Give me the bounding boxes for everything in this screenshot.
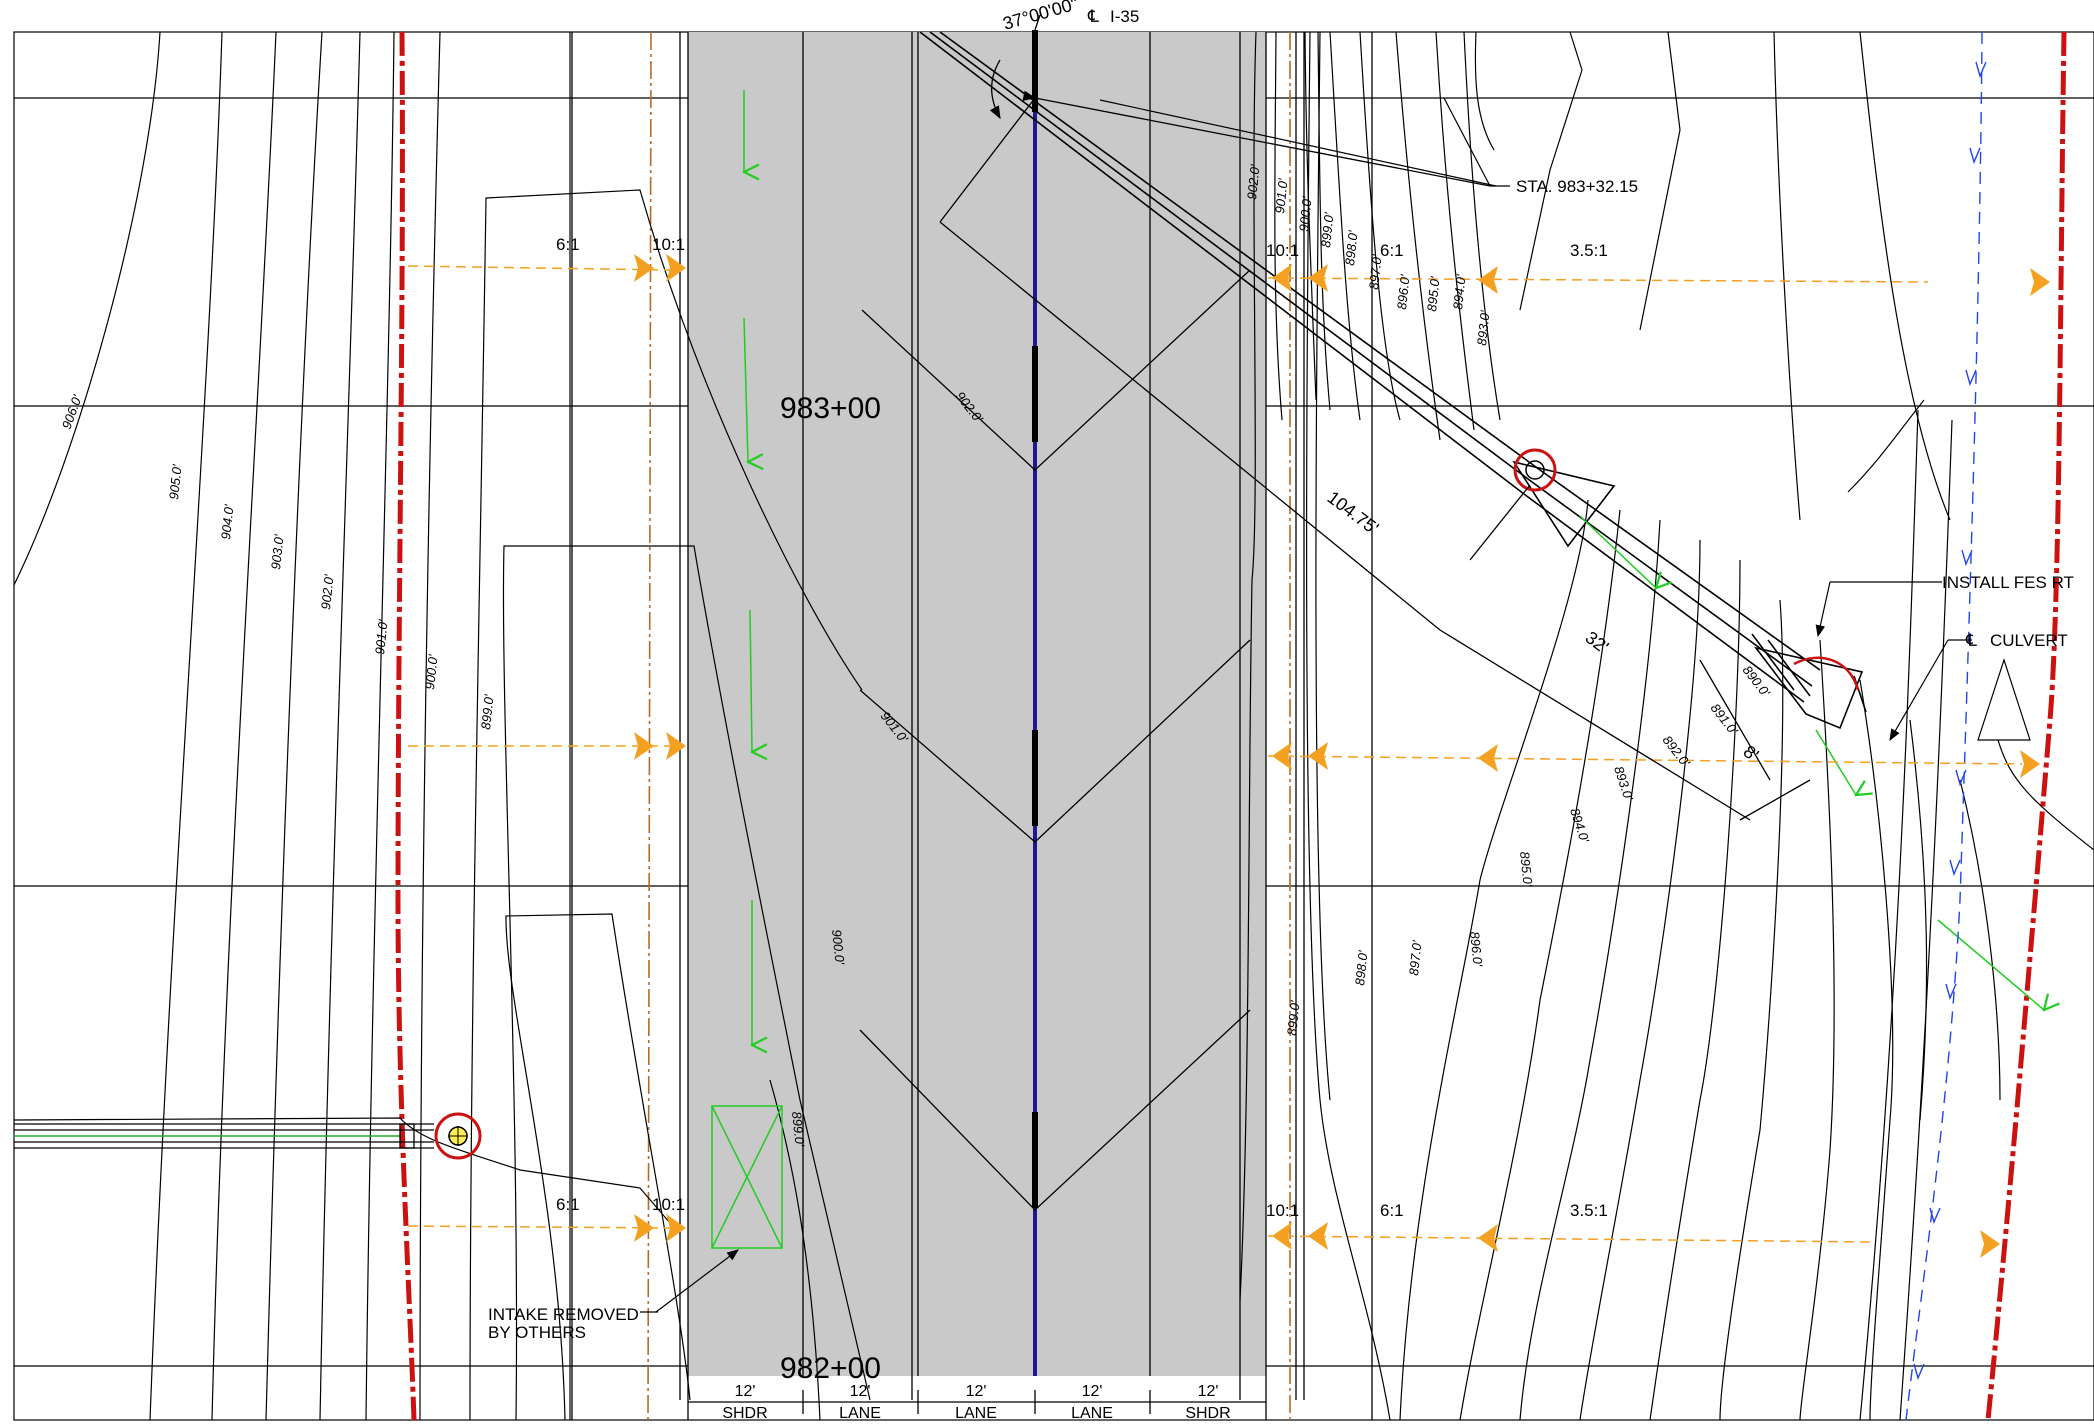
slope-marker-icon bbox=[2020, 750, 2040, 778]
contour-label: 899.0' bbox=[1318, 211, 1337, 248]
lane-width-label: 12' bbox=[1082, 1383, 1103, 1400]
contours-left bbox=[13, 31, 871, 1421]
centerline-symbol: ℄ bbox=[1087, 7, 1099, 26]
contour-label: 890.0' bbox=[1740, 663, 1774, 700]
left-pipe bbox=[14, 1123, 434, 1149]
culvert-end-sections bbox=[434, 448, 1860, 1160]
slope-marker-icon bbox=[1272, 742, 1292, 770]
lane-type-label: SHDR bbox=[722, 1405, 767, 1422]
lane-type-label: LANE bbox=[1071, 1405, 1113, 1422]
ditch-flowline bbox=[1905, 31, 1983, 1421]
lane-width-label: 12' bbox=[966, 1383, 987, 1400]
slope-marker-icon bbox=[1308, 1222, 1328, 1250]
install-fes-label: INSTALL FES RT bbox=[1942, 573, 2074, 592]
slope-ratio-label: 6:1 bbox=[556, 235, 580, 254]
contour-label: 901.0' bbox=[1272, 177, 1291, 214]
contour-label: 895.0' bbox=[1424, 275, 1443, 312]
slope-ratio-label: 6:1 bbox=[556, 1195, 580, 1214]
lane-dimension-chain bbox=[687, 1376, 1267, 1420]
culvert-cl-symbol: ℄ bbox=[1965, 631, 1977, 650]
contour-label: 893.0' bbox=[1611, 764, 1636, 802]
slope-marker-icon bbox=[1308, 264, 1328, 292]
slope-ratio-label: 10:1 bbox=[652, 235, 685, 254]
lane-width-label: 12' bbox=[850, 1383, 871, 1400]
contour-label: 902.0' bbox=[1244, 163, 1263, 200]
contour-label: 898.0' bbox=[1342, 229, 1361, 266]
intake-marker bbox=[434, 1112, 482, 1160]
station-983: 983+00 bbox=[780, 392, 881, 425]
contour-label: 893.0' bbox=[1474, 309, 1493, 346]
slope-marker-icon bbox=[1980, 1230, 2000, 1258]
slope-ratio-label: 3.5:1 bbox=[1570, 241, 1608, 260]
contour-label: 900.0' bbox=[422, 653, 441, 690]
contour-label: 896.0' bbox=[1467, 931, 1486, 968]
slope-marker-icon bbox=[666, 254, 686, 282]
contour-label: 899.0' bbox=[478, 693, 497, 730]
pavement bbox=[571, 30, 1373, 1421]
pavement-surface bbox=[688, 32, 1266, 1376]
lane-type-label: LANE bbox=[839, 1405, 881, 1422]
contours-right bbox=[1099, 31, 2094, 1421]
dim-32: 32' bbox=[1582, 627, 1613, 657]
contour-label: 895.0' bbox=[1517, 851, 1536, 888]
slope-ratio-label: 3.5:1 bbox=[1570, 1201, 1608, 1220]
right-of-way-lines bbox=[395, 31, 2067, 1421]
centerline-angle: 37°00'00" bbox=[1001, 0, 1081, 34]
contour-label: 900.0' bbox=[829, 929, 848, 966]
lane-type-label: SHDR bbox=[1185, 1405, 1230, 1422]
intake-box bbox=[711, 1105, 783, 1249]
contour-label: 901.0' bbox=[372, 618, 391, 655]
slope-marker-icon bbox=[1272, 1222, 1292, 1250]
station-982: 982+00 bbox=[780, 1352, 881, 1385]
intake-label-1: INTAKE REMOVED bbox=[488, 1305, 639, 1324]
centerline-geometry bbox=[939, 14, 1811, 821]
labels: ℄ I-35 37°00'00" STA. 983+32.15 983+00 9… bbox=[59, 0, 2074, 1422]
slope-marker-icon bbox=[634, 254, 654, 282]
slope-marker-icon bbox=[1478, 266, 1498, 294]
slope-ratio-label: 6:1 bbox=[1380, 1201, 1404, 1220]
slope-marker-icon bbox=[2030, 268, 2050, 296]
contour-label: 896.0' bbox=[1394, 273, 1413, 310]
slope-marker-icon bbox=[634, 732, 654, 760]
culvert-label: CULVERT bbox=[1990, 631, 2068, 650]
contour-label: 899.0' bbox=[789, 1111, 808, 1148]
slope-ratio-label: 6:1 bbox=[1380, 241, 1404, 260]
slope-marker-icon bbox=[1308, 742, 1328, 770]
slope-ratio-label: 10:1 bbox=[652, 1195, 685, 1214]
dim-104: 104.75' bbox=[1324, 487, 1383, 538]
slope-ratio-label: 10:1 bbox=[1266, 1201, 1299, 1220]
contour-label: 897.0' bbox=[1366, 253, 1385, 290]
contour-label: 897.0' bbox=[1406, 939, 1425, 976]
contour-label: 894.0' bbox=[1450, 273, 1469, 310]
lane-type-label: LANE bbox=[955, 1405, 997, 1422]
ditch-flow-arrows bbox=[1913, 61, 1987, 1381]
slope-lines bbox=[407, 265, 2023, 1243]
contour-label: 904.0' bbox=[218, 503, 237, 540]
contour-label: 899.0' bbox=[1284, 999, 1303, 1036]
contour-label: 902.0' bbox=[318, 573, 337, 610]
intake-label-2: BY OTHERS bbox=[488, 1323, 586, 1342]
slope-ratio-label: 10:1 bbox=[1266, 241, 1299, 260]
slope-markers bbox=[634, 254, 2050, 1258]
contour-label: 903.0' bbox=[268, 533, 287, 570]
lane-width-label: 12' bbox=[1198, 1383, 1219, 1400]
slope-marker-icon bbox=[666, 732, 686, 760]
slope-marker-icon bbox=[1272, 264, 1292, 292]
lane-width-label: 12' bbox=[735, 1383, 756, 1400]
callout-leaders bbox=[640, 97, 1972, 1313]
station-callout: STA. 983+32.15 bbox=[1516, 177, 1638, 196]
slope-marker-icon bbox=[1478, 1224, 1498, 1252]
slope-marker-icon bbox=[666, 1214, 686, 1242]
contour-label: 898.0' bbox=[1352, 949, 1371, 986]
centerline-label: I-35 bbox=[1110, 7, 1139, 26]
contour-label: 905.0' bbox=[166, 463, 185, 500]
slope-marker-icon bbox=[634, 1214, 654, 1242]
contour-label: 900.0' bbox=[1296, 195, 1315, 232]
slope-marker-icon bbox=[1478, 744, 1498, 772]
